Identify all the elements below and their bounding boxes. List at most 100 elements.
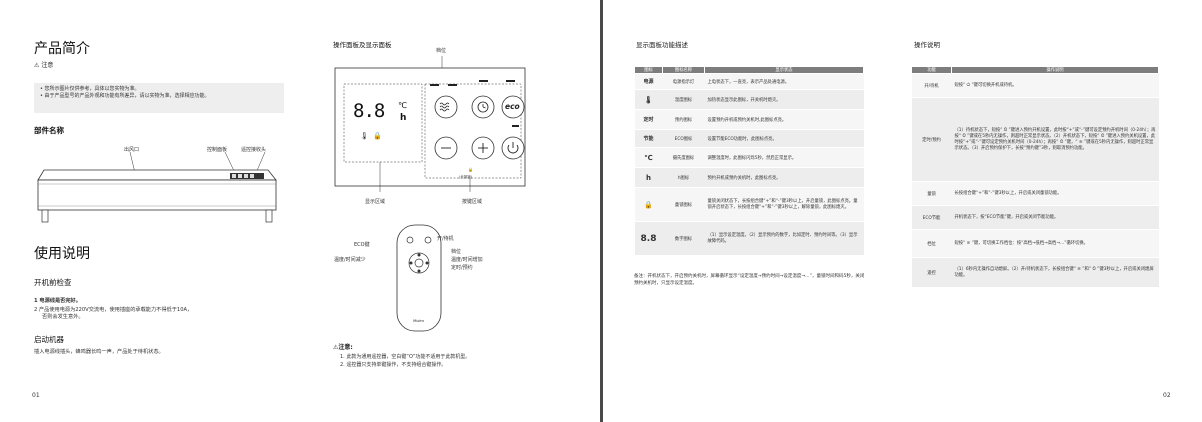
warning-icon: ⚠	[333, 344, 339, 351]
table-cell: 档位	[911, 229, 952, 258]
precheck-title: 开机前检查	[34, 278, 72, 287]
celsius-unit: ℃	[398, 101, 407, 110]
table-header: 操作说明	[951, 66, 1159, 74]
remote-label-power: 开/待机	[437, 236, 454, 242]
table-row: 定时 预约图标 设置预约开机或预约关机时,此图标点亮。	[634, 109, 864, 130]
child-lock-label: (长按锁)	[459, 175, 473, 179]
table-cell: 电源指示灯	[662, 73, 705, 90]
display-panel-title: 显示面板功能描述	[636, 41, 688, 49]
remote-label-decrease: 温度/时间减少	[334, 257, 366, 263]
usage-title: 使用说明	[34, 246, 90, 262]
eco-button-label: eco	[505, 102, 520, 111]
table-row: ℃ 摄氏度图标 调整温度时，此图标闪烁5秒，然后正常显示。	[634, 147, 864, 168]
part-label-control-panel: 控制面板	[207, 147, 228, 153]
table-cell: （1）显示设定温度。（2）显示预约的数字，比如定时、预约时间等。（3）显示故障代…	[704, 221, 864, 256]
part-label-outlet: 出风口	[124, 147, 140, 153]
product-intro-title: 产品简介	[34, 41, 90, 57]
table-cell: h图标	[662, 167, 705, 188]
page-number: 01	[32, 392, 40, 399]
table-cell-icon: 🌡	[634, 89, 663, 110]
note-box: • 您所示图片仅供参考，具体以您实物为准。 • 由于产品型号的产品外观和功能有所…	[34, 83, 284, 113]
label-button-gear: 档位	[436, 48, 447, 54]
table-cell: 数字图标	[662, 221, 705, 256]
page-right: 显示面板功能描述 图标 图标名称 显示状态 电源 电源指示灯 上电状态下，一直亮…	[603, 0, 1202, 422]
table-cell: 预约图标	[662, 109, 705, 130]
table-cell-icon: ℃	[634, 147, 663, 168]
table-cell: ECO图标	[662, 129, 705, 148]
table-cell-icon: 定时	[634, 109, 663, 130]
remote-label-timer: 定时/预约	[451, 265, 473, 271]
remote-warning-item: 1. 此款为通用遥控器，空白键“O”功能不适用于此款机型。	[340, 354, 471, 360]
table-cell: 开/待机	[911, 73, 952, 98]
remote-illustration	[396, 224, 442, 332]
svg-text:🔒: 🔒	[468, 167, 473, 172]
table-cell: 童锁关闭状态下，长按组合键“+”和“-”键3秒以上，开启童锁，此图标点亮。童锁开…	[704, 187, 864, 222]
table-row: ECO节能 开机状态下，按“ECO节能”键，开启或关闭节能功能。	[911, 205, 1159, 230]
table-cell: 预约开机或预约关机时，此图标点亮。	[704, 167, 864, 188]
table-cell: 童锁图标	[662, 187, 705, 222]
display-function-table: 图标 图标名称 显示状态 电源 电源指示灯 上电状态下，一直亮，表示产品处通电源…	[634, 66, 864, 256]
part-label-receiver: 遥控接收头	[241, 147, 267, 153]
control-panel-diagram: 🔒	[334, 56, 526, 192]
table-cell: 温度图标	[662, 89, 705, 110]
table-cell-icon: 8.8	[634, 221, 663, 256]
table-header: 图标名称	[662, 66, 705, 74]
table-cell: （1）6秒内无操作自动熄屏。（2）开/待机状态下，长按组合键“ ≋ ”和“ ⏲ …	[951, 257, 1159, 288]
table-cell: 开机状态下，按“ECO节能”键，开启或关闭节能功能。	[951, 205, 1159, 230]
remote-label-eco: ECO键	[354, 242, 370, 248]
table-cell: 加热状态显示此图标，开关机时熄灭。	[704, 89, 864, 110]
table-cell: 摄氏度图标	[662, 147, 705, 168]
thermometer-icon: 🌡	[360, 132, 369, 140]
table-row: 档位 短按“ ≋ ”键，可切换工作档位：按“高档→低档→高档→…”循环切换。	[911, 229, 1159, 258]
table-cell: 短按“ ⏻ ”键可切换开机或待机。	[951, 73, 1159, 98]
table-cell-icon: 🔒	[634, 187, 663, 222]
table-row: 🔒 童锁图标 童锁关闭状态下，长按组合键“+”和“-”键3秒以上，开启童锁，此图…	[634, 187, 864, 222]
startup-text: 插入电源线插头，蜂鸣器长鸣一声，产品处于待机状态。	[34, 349, 164, 355]
display-digits: 8.8	[353, 100, 385, 122]
table-row: 童锁 长按组合键“+”和“-”键3秒以上，开启或关闭童锁功能。	[911, 181, 1159, 206]
table-row: 开/待机 短按“ ⏻ ”键可切换开机或待机。	[911, 73, 1159, 98]
label-touch-area: 按键区域	[462, 199, 483, 205]
table-row: 遥控 （1）6秒内无操作自动熄屏。（2）开/待机状态下，长按组合键“ ≋ ”和“…	[911, 257, 1159, 288]
table-cell: 设置预约开机或预约关机时,此图标点亮。	[704, 109, 864, 130]
lock-icon: 🔒	[373, 132, 382, 140]
precheck-item: 否则会发生意外。	[42, 314, 84, 320]
table-cell: ECO节能	[911, 205, 952, 230]
parts-title: 部件名称	[34, 126, 64, 135]
table-header: 图标	[634, 66, 663, 74]
table-row: h h图标 预约开机或预约关机时，此图标点亮。	[634, 167, 864, 188]
table-cell: 上电状态下，一直亮，表示产品处通电源。	[704, 73, 864, 90]
table-cell-icon: 电源	[634, 73, 663, 90]
remote-warning-title: ⚠注意:	[333, 344, 353, 351]
table-cell: 童锁	[911, 181, 952, 206]
table-cell-icon: 节能	[634, 129, 663, 148]
startup-title: 启动机器	[34, 335, 64, 344]
remote-label-increase: 温度/时间增加	[451, 257, 483, 263]
display-note: 备注：开机状态下，开启预约关机时，屏幕循环显示“设定温度→预约时间→设定温度→……	[634, 274, 865, 286]
table-row: 节能 ECO图标 设置节能ECO功能时，此图标点亮。	[634, 129, 864, 148]
table-cell-icon: h	[634, 167, 663, 188]
table-cell: 设置节能ECO功能时，此图标点亮。	[704, 129, 864, 148]
operation-title: 操作说明	[914, 41, 940, 49]
table-row: 电源 电源指示灯 上电状态下，一直亮，表示产品处通电源。	[634, 73, 864, 90]
table-header: 显示状态	[704, 66, 864, 74]
remote-brand: Midea	[413, 319, 424, 323]
table-cell: 短按“ ≋ ”键，可切换工作档位：按“高档→低档→高档→…”循环切换。	[951, 229, 1159, 258]
table-cell: 长按组合键“+”和“-”键3秒以上，开启或关闭童锁功能。	[951, 181, 1159, 206]
page-left: 产品简介 ⚠ 注意 • 您所示图片仅供参考，具体以您实物为准。 • 由于产品型号…	[0, 0, 600, 422]
heater-illustration	[37, 151, 277, 223]
table-cell: 定时/预约	[911, 97, 952, 182]
table-cell: 遥控	[911, 257, 952, 288]
table-row: 🌡 温度图标 加热状态显示此图标，开关机时熄灭。	[634, 89, 864, 110]
page-gutter	[600, 0, 603, 422]
precheck-item: 2 产品使用电源为220V交流电，使用插座的承载能力不得低于10A，	[34, 307, 193, 313]
table-header: 功能	[911, 66, 952, 74]
remote-warning-item: 2. 遥控器只支持单键操作，不支持组合键操作。	[340, 362, 447, 368]
table-cell: 调整温度时，此图标闪烁5秒，然后正常显示。	[704, 147, 864, 168]
note-heading: ⚠ 注意	[34, 60, 53, 69]
table-cell: （1）待机状态下，短按“ ⏲ ”键进入预约开机设置，此时按“+”或“-”键可设定…	[951, 97, 1159, 182]
note-item: • 由于产品型号的产品外观和功能有所差异，请以实物为准，选择相应功能。	[40, 93, 210, 99]
panel-title: 操作面板及显示面板	[333, 41, 392, 49]
table-row: 8.8 数字图标 （1）显示设定温度。（2）显示预约的数字，比如定时、预约时间等…	[634, 221, 864, 256]
warning-icon: ⚠	[34, 62, 40, 69]
